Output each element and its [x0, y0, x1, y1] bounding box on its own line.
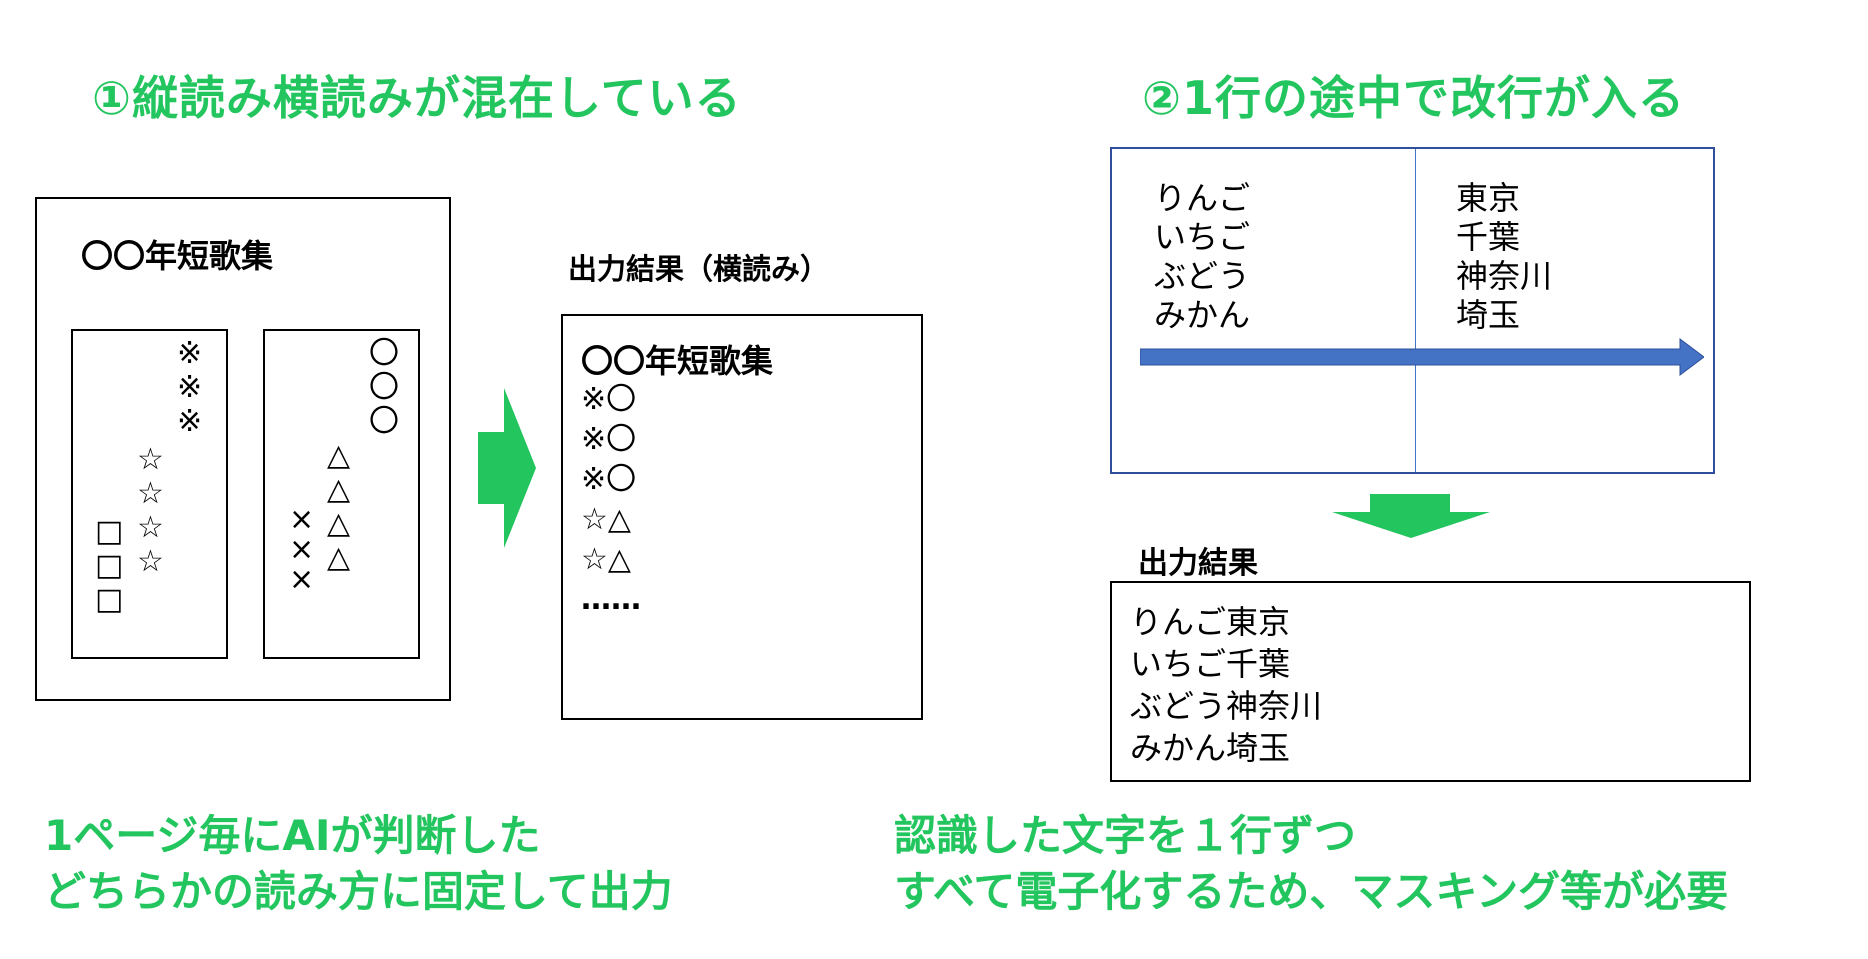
output-lines-right: りんご東京 いちご千葉 ぶどう神奈川 みかん埼玉 — [1130, 601, 1322, 769]
right-column-text: 東京 千葉 神奈川 埼玉 — [1456, 179, 1553, 334]
vertical-column-1b: ☆ ☆ ☆ ☆ — [137, 442, 164, 579]
two-column-page-panel: りんご いちご ぶどう みかん 東京 千葉 神奈川 埼玉 — [1110, 147, 1715, 474]
right-arrow-icon — [478, 388, 536, 548]
page-title: 〇〇年短歌集 — [81, 237, 274, 275]
output-line: ぶどう神奈川 — [1130, 687, 1323, 725]
output-line: …… — [581, 582, 641, 617]
down-arrow-icon — [1332, 494, 1490, 538]
output-line: ☆△ — [581, 542, 631, 577]
output-line: いちご千葉 — [1130, 645, 1291, 683]
footer-right-line-1: 認識した文字を１行ずつ — [894, 811, 1357, 860]
text-block-2: 〇 〇 〇 △ △ △ △ × × × — [263, 329, 420, 659]
reading-direction-arrow-icon — [1140, 338, 1704, 376]
vertical-column-1a: ※ ※ ※ — [177, 336, 203, 439]
vertical-column-2a: 〇 〇 〇 — [369, 336, 399, 439]
column-divider — [1415, 149, 1416, 472]
output-label-right: 出力結果 — [1138, 546, 1258, 581]
footer-left-line-2: どちらかの読み方に固定して出力 — [44, 867, 673, 916]
text-block-1: ※ ※ ※ ☆ ☆ ☆ ☆ □ □ □ — [71, 329, 228, 659]
vertical-column-1c: □ □ □ — [95, 514, 124, 617]
output-title: 〇〇年短歌集 — [581, 342, 774, 380]
vertical-column-2c: × × × — [289, 502, 315, 597]
heading-line-break: ②1行の途中で改行が入る — [1142, 71, 1685, 125]
left-column-text: りんご いちご ぶどう みかん — [1154, 179, 1251, 334]
footer-left: 1ページ毎にAIが判断した どちらかの読み方に固定して出力 — [44, 808, 673, 920]
footer-right: 認識した文字を１行ずつ すべて電子化するため、マスキング等が必要 — [894, 808, 1728, 920]
footer-left-line-1: 1ページ毎にAIが判断した — [44, 811, 541, 860]
output-line: ☆△ — [581, 502, 631, 537]
output-line: ※〇 — [581, 462, 637, 497]
output-panel-right: りんご東京 いちご千葉 ぶどう神奈川 みかん埼玉 — [1110, 581, 1751, 782]
output-line: みかん埼玉 — [1130, 729, 1291, 767]
output-line: ※〇 — [581, 382, 637, 417]
output-line: ※〇 — [581, 422, 637, 457]
output-label-left: 出力結果（横読み） — [568, 252, 830, 286]
output-line: りんご東京 — [1130, 603, 1291, 641]
source-page-panel: 〇〇年短歌集 ※ ※ ※ ☆ ☆ ☆ ☆ □ □ □ 〇 〇 〇 △ △ △ — [35, 197, 451, 701]
output-lines-left: ※〇 ※〇 ※〇 ☆△ ☆△ …… — [581, 380, 641, 620]
footer-right-line-2: すべて電子化するため、マスキング等が必要 — [894, 867, 1729, 916]
vertical-column-2b: △ △ △ △ — [327, 438, 351, 575]
output-panel-left: 〇〇年短歌集 ※〇 ※〇 ※〇 ☆△ ☆△ …… — [561, 314, 923, 720]
heading-mixed-reading: ①縦読み横読みが混在している — [92, 71, 742, 125]
